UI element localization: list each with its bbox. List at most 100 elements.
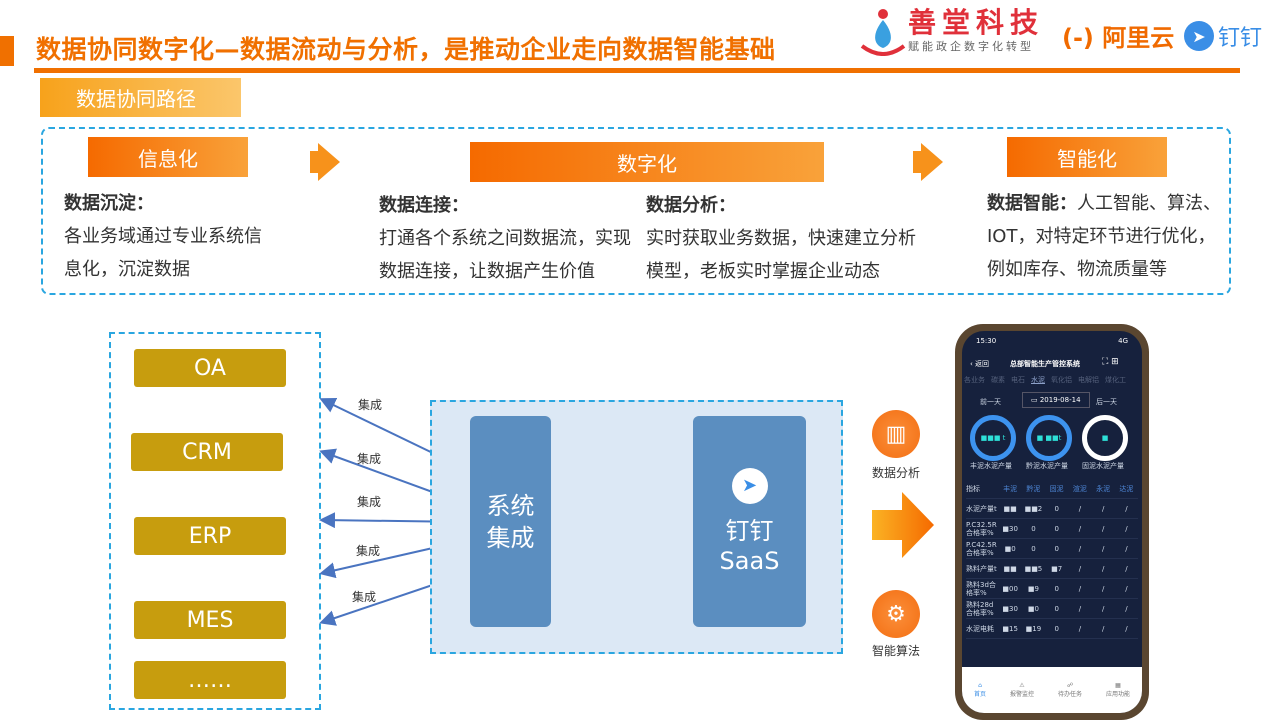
stage-text: 数据沉淀：各业务域通过专业系统信息化，沉淀数据: [64, 193, 262, 280]
table-cell: /: [1101, 524, 1105, 533]
table-cell: /: [1125, 584, 1128, 593]
table-cell: /: [1125, 524, 1128, 533]
link-label: 集成: [356, 544, 381, 558]
phone-mockup: 15:30 4G ‹ 返回 总部智能生产管控系统 ⛶ ⊞ 各业务碳素电石水泥氧化…: [955, 324, 1149, 720]
table-cell: ■19: [1025, 624, 1042, 633]
side-label-data-analysis: 数据分析: [872, 466, 921, 480]
table-cell: ■9: [1027, 584, 1039, 593]
table-cell: P.C42.5R合格率%: [966, 540, 997, 557]
scan-icon[interactable]: ⛶ ⊞: [1102, 357, 1119, 367]
table-cell: ■0: [1027, 604, 1039, 613]
tab-todo[interactable]: ☍待办任务: [1057, 682, 1082, 698]
shantang-logo-icon: [860, 9, 906, 56]
table-cell: P.C32.5R合格率%: [966, 520, 997, 537]
system-crm: CRM: [131, 433, 283, 471]
side-label-smart-algorithm: 智能算法: [872, 644, 921, 658]
table-cell: /: [1078, 564, 1082, 573]
link-label: 集成: [357, 452, 382, 466]
table-cell: /: [1078, 624, 1082, 633]
chart-magnifier-icon: ▥: [872, 410, 920, 458]
prev-day-button[interactable]: 前一天: [980, 398, 1001, 406]
table-cell: ■00: [1002, 584, 1018, 593]
link-label: 集成: [358, 398, 383, 412]
path-label: 数据协同路径: [40, 78, 241, 117]
table-cell: 水泥电耗: [966, 624, 994, 633]
table-cell: /: [1101, 564, 1105, 573]
table-cell: /: [1101, 544, 1105, 553]
system-integration-block: 系统集成: [470, 416, 551, 627]
table-cell: /: [1078, 584, 1082, 593]
table-cell: 水泥产量t: [966, 504, 997, 513]
head-gear-icon: ⚙: [872, 590, 920, 638]
date-picker[interactable]: ▭ 2019-08-14: [1022, 392, 1090, 408]
table-row: 熟料28d合格率% ■30 ■0 0 / / /: [966, 599, 1138, 619]
system-mes: MES: [134, 601, 286, 639]
title-divider: [34, 68, 1240, 73]
system-more: ……: [134, 661, 286, 699]
category-tabs: 各业务碳素电石水泥氧化铝电解铝煤化工: [964, 376, 1126, 384]
table-cell: 熟料产量t: [966, 564, 997, 573]
dingtalk-icon: ➤: [1184, 21, 1214, 51]
system-erp: ERP: [134, 517, 286, 555]
table-cell: 熟料3d合格率%: [966, 580, 996, 597]
table-cell: /: [1078, 504, 1082, 513]
table-cell: ■■: [1003, 504, 1017, 513]
table-cell: /: [1125, 504, 1128, 513]
table-cell: /: [1101, 624, 1105, 633]
table-cell: 0: [1031, 524, 1036, 533]
table-cell: /: [1125, 624, 1128, 633]
system-oa: OA: [134, 349, 286, 387]
tab-alarm[interactable]: ⚠报警监控: [1009, 682, 1034, 698]
table-cell: ■7: [1051, 564, 1063, 573]
table-cell: /: [1125, 544, 1128, 553]
stage-text: 数据连接：打通各个系统之间数据流，实现数据连接，让数据产生价值: [379, 195, 631, 282]
back-button[interactable]: ‹ 返回: [970, 360, 990, 368]
stage-header-informatization: 信息化: [88, 137, 248, 177]
link-label: 集成: [357, 495, 382, 509]
stage-header-digitalization: 数字化: [470, 142, 824, 182]
phone-tab-bar: ⌂首页 ⚠报警监控 ☍待办任务 ▦应用功能: [962, 667, 1142, 713]
tab-apps[interactable]: ▦应用功能: [1105, 682, 1130, 698]
table-cell: /: [1078, 604, 1082, 613]
stages-panel: [41, 127, 1231, 295]
table-cell: /: [1078, 544, 1082, 553]
table-cell: /: [1125, 564, 1128, 573]
table-cell: 0: [1054, 604, 1059, 613]
link-label: 集成: [352, 590, 377, 604]
dingtalk-logo: ➤钉钉: [1184, 20, 1262, 52]
shantang-logo: 善堂科技赋能政企数字化转型: [858, 6, 1044, 56]
table-cell: /: [1078, 524, 1082, 533]
arrow-right-icon: [310, 143, 340, 181]
table-cell: ■30: [1002, 604, 1018, 613]
table-cell: 0: [1054, 584, 1059, 593]
stage-text: 数据分析：实时获取业务数据，快速建立分析模型，老板实时掌握企业动态: [646, 195, 916, 282]
table-cell: /: [1101, 504, 1105, 513]
table-cell: ■■2: [1024, 504, 1043, 513]
table-cell: 0: [1054, 544, 1059, 553]
table-cell: /: [1125, 604, 1128, 613]
tab-home[interactable]: ⌂首页: [973, 682, 986, 698]
table-cell: /: [1101, 604, 1105, 613]
stage-header-intelligence: 智能化: [1007, 137, 1167, 177]
table-cell: 0: [1054, 524, 1059, 533]
table-cell: 熟料28d合格率%: [966, 600, 994, 617]
page-title: 数据协同数字化—数据流动与分析，是推动企业走向数据智能基础: [36, 35, 776, 64]
title-accent: [0, 36, 14, 66]
dingtalk-icon: ➤: [731, 467, 768, 504]
phone-screen: 15:30 4G ‹ 返回 总部智能生产管控系统 ⛶ ⊞ 各业务碳素电石水泥氧化…: [962, 331, 1142, 713]
table-row: P.C42.5R合格率% ■0 0 0 / / /: [966, 539, 1138, 559]
next-day-button[interactable]: 后一天: [1096, 398, 1117, 406]
table-cell: ■0: [1004, 544, 1016, 553]
table-row: 熟料产量t■■■■5■7///: [966, 559, 1138, 579]
stage-text: 数据智能：人工智能、算法、IOT，对特定环节进行优化，例如库存、物流质量等: [987, 193, 1221, 280]
system-integration-label: 系统集成: [486, 491, 535, 552]
table-cell: 0: [1031, 544, 1036, 553]
table-cell: 0: [1054, 624, 1059, 633]
aliyun-logo: (-) 阿里云: [1062, 24, 1175, 52]
